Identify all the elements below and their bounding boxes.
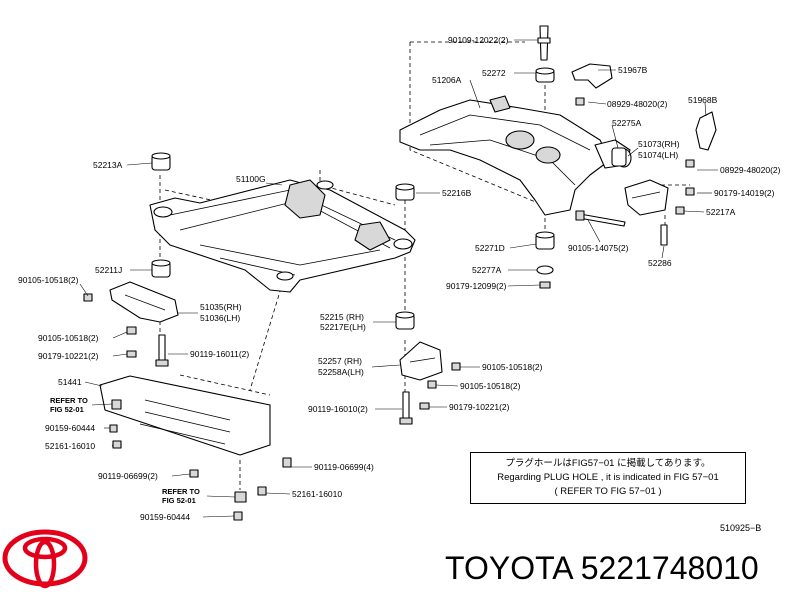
front-subframe (149, 179, 416, 293)
part-label: 51074(LH) (638, 150, 678, 160)
part-label: 52211J (95, 265, 122, 275)
part-label: 90109-12022(2) (448, 35, 509, 45)
part-label: 90179-12099(2) (446, 281, 507, 291)
part-label: 52213A (93, 160, 123, 170)
note-line-jp: プラグホールはFIG57−01 に掲載してあります。 (505, 458, 711, 469)
bolts-and-nuts (83, 25, 695, 521)
refer-note: FIG 52-01 (162, 496, 196, 505)
part-label: 90179-10221(2) (38, 351, 99, 361)
rear-subframe (399, 95, 632, 216)
note-line-en: Regarding PLUG HOLE , it is indicated in… (497, 472, 719, 483)
part-label: 52275A (612, 118, 642, 128)
part-label: 52161-16010 (292, 489, 342, 499)
diagram-id: 510925−B (720, 523, 762, 533)
part-label: 52271D (475, 243, 505, 253)
part-label: 08929-48020(2) (607, 99, 668, 109)
bushings (151, 67, 627, 330)
part-label: 90105-10518(2) (18, 275, 79, 285)
part-label: 90119-16010(2) (308, 404, 368, 414)
part-label: 52272 (482, 68, 506, 78)
part-label: 52257 (RH) (318, 356, 362, 366)
part-label: 51441 (58, 377, 82, 387)
part-label: 52217E(LH) (320, 322, 366, 332)
part-label: 51100G (236, 174, 266, 184)
refer-note: FIG 52-01 (50, 405, 84, 414)
part-label: 51036(LH) (200, 313, 240, 323)
part-label: 90159-60444 (45, 423, 95, 433)
part-label: 52286 (648, 258, 672, 268)
brand-part-number: TOYOTA 5221748010 (445, 550, 759, 586)
part-label: 52216B (442, 188, 472, 198)
part-label: 51968B (688, 95, 718, 105)
part-label: 90105-10518(2) (460, 381, 521, 391)
part-label: 90105-10518(2) (38, 333, 99, 343)
part-label: 51967B (618, 65, 648, 75)
leader-lines (79, 39, 718, 518)
part-label: 51035(RH) (200, 302, 242, 312)
part-label: 90159-60444 (140, 512, 190, 522)
part-label: 90119-16011(2) (190, 349, 249, 359)
part-label: 90105-10518(2) (482, 362, 543, 372)
note-line-ref: ( REFER TO FIG 57−01 ) (554, 486, 662, 497)
part-label: 90179-14019(2) (714, 188, 775, 198)
plug-hole-note: プラグホールはFIG57−01 に掲載してあります。 Regarding PLU… (470, 452, 746, 504)
refer-note: REFER TO (50, 396, 88, 405)
part-label: 90119-06699(2) (98, 471, 158, 481)
part-label: 52277A (472, 265, 502, 275)
part-number-labels: 90109-12022(2) 52272 51967B 51206A 08929… (18, 35, 781, 522)
part-label: 51073(RH) (638, 139, 680, 149)
part-label: 51206A (432, 75, 462, 85)
part-label: 52217A (706, 207, 736, 217)
part-label: 90105-14075(2) (568, 243, 629, 253)
part-label: 90119-06699(4) (314, 462, 374, 472)
part-label: 52215 (RH) (320, 312, 364, 322)
part-label: 52258A(LH) (318, 367, 364, 377)
part-label: 52161-16010 (45, 441, 95, 451)
toyota-logo-icon (2, 529, 88, 589)
part-label: 08929-48020(2) (720, 165, 781, 175)
refer-note: REFER TO (162, 487, 200, 496)
brackets-and-mounts (99, 63, 717, 456)
part-label: 90179-10221(2) (449, 402, 510, 412)
